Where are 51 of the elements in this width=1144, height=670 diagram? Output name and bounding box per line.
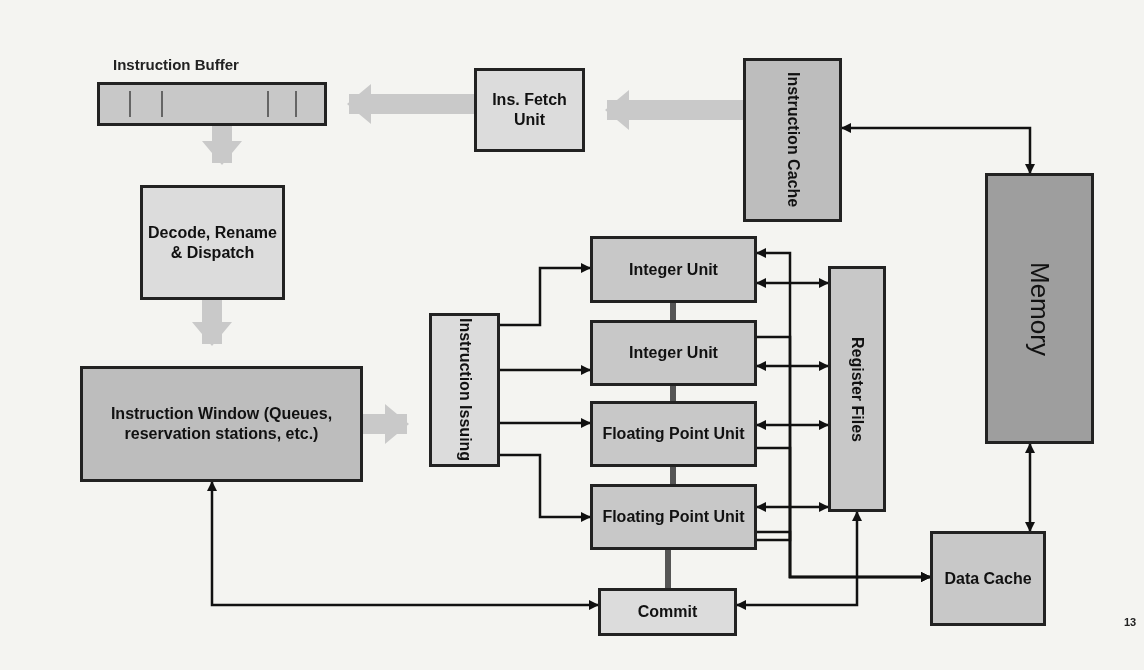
box-label: Ins. Fetch Unit xyxy=(491,90,568,130)
box-label: Instruction Window (Queues, reservation stations, etc.) xyxy=(109,404,334,444)
arrow xyxy=(756,278,829,288)
arrow xyxy=(756,502,829,512)
issuing-box xyxy=(429,313,500,467)
block-arrow xyxy=(347,84,474,124)
box-label: Floating Point Unit xyxy=(601,424,746,444)
connector-bar xyxy=(670,467,676,484)
arrow xyxy=(500,263,591,327)
heading: Instruction Buffer xyxy=(113,55,239,75)
arrow xyxy=(757,530,931,582)
commit-box xyxy=(598,588,737,636)
block-arrow xyxy=(605,90,743,130)
box-label: Instruction Cache xyxy=(783,72,803,208)
arrow xyxy=(756,361,829,371)
connector-bar xyxy=(670,386,676,401)
box-label: Commit xyxy=(636,602,699,622)
block-arrow xyxy=(363,404,409,444)
arrow xyxy=(1025,443,1035,532)
register-files-box xyxy=(828,266,886,512)
arrow xyxy=(500,418,591,428)
arrow xyxy=(736,511,862,610)
box-label: Data Cache xyxy=(943,568,1033,589)
arrow xyxy=(207,481,599,610)
cache-box xyxy=(743,58,842,222)
floating-point-unit-box xyxy=(590,484,757,550)
connector-bar xyxy=(665,550,671,588)
arrow xyxy=(841,123,1035,174)
box-label: Integer Unit xyxy=(628,343,719,363)
floating-point-unit-box xyxy=(590,401,757,467)
arrow xyxy=(756,248,792,542)
box-label: Integer Unit xyxy=(628,259,719,280)
box-label: Memory xyxy=(1023,261,1056,356)
arrow xyxy=(500,453,591,522)
block-arrow xyxy=(192,300,232,346)
instruction-window-box xyxy=(80,366,363,482)
fetch-unit-box xyxy=(474,68,585,152)
page-number: 13 xyxy=(1124,615,1137,630)
integer-unit-box xyxy=(590,320,757,386)
box-label: Instruction Issuing xyxy=(455,318,475,462)
box-label: Decode, Rename & Dispatch xyxy=(147,222,278,263)
connector-bar xyxy=(670,303,676,320)
box-label: Register Files xyxy=(848,336,867,442)
arrow xyxy=(500,365,591,375)
box-label: Floating Point Unit xyxy=(601,507,746,527)
integer-unit-box xyxy=(590,236,757,303)
memory-box xyxy=(985,173,1094,444)
process-box xyxy=(140,185,285,300)
arrow xyxy=(756,420,829,430)
block-arrow xyxy=(202,126,242,165)
data-cache-box xyxy=(930,531,1046,626)
